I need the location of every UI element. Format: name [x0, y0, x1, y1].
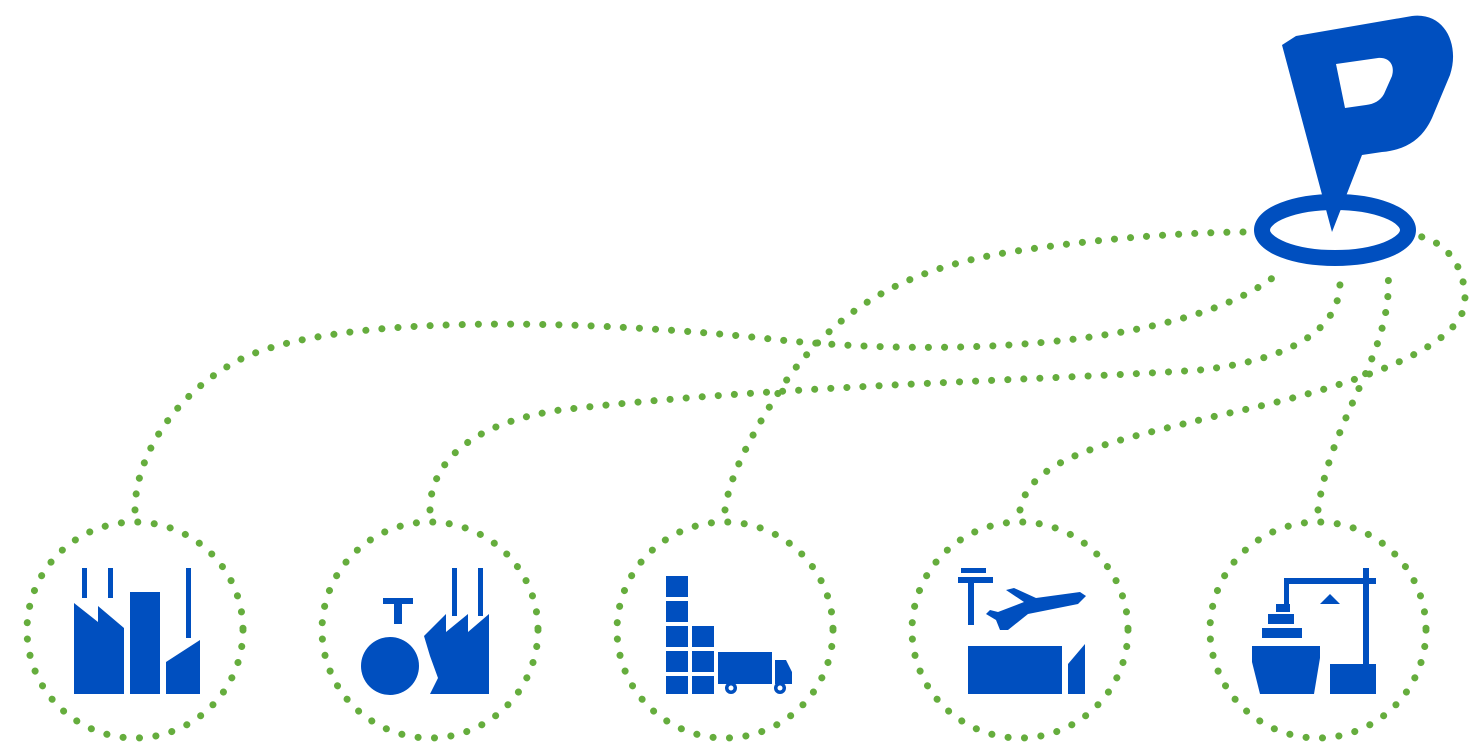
- port-ship-crane-icon: [1252, 568, 1376, 694]
- node-airport: [908, 518, 1132, 742]
- route-port: [1314, 268, 1392, 514]
- chemical-plant-icon: [361, 568, 489, 695]
- pin-letter-hole: [1336, 57, 1393, 108]
- route-airport: [1016, 232, 1469, 514]
- node-port: [1206, 518, 1430, 742]
- route-factory: [131, 268, 1284, 514]
- route-warehouse: [721, 228, 1256, 514]
- parking-location-pin-icon: [1254, 15, 1454, 266]
- node-ring: [23, 518, 247, 742]
- node-ring: [318, 518, 542, 742]
- node-ring: [1206, 518, 1430, 742]
- route-chemical-plant: [426, 278, 1344, 514]
- factory-icon: [74, 568, 200, 694]
- node-warehouse: [613, 518, 837, 742]
- node-factory: [23, 518, 247, 742]
- pin-body: [1282, 15, 1454, 232]
- airport-icon: [958, 568, 1086, 694]
- node-ring: [613, 518, 837, 742]
- connection-routes: [131, 228, 1469, 514]
- warehouse-truck-icon: [666, 576, 792, 694]
- node-chemical-plant: [318, 518, 542, 742]
- node-ring: [908, 518, 1132, 742]
